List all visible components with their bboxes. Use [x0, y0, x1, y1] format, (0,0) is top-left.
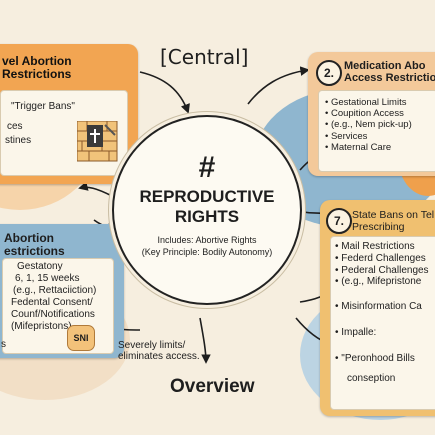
bottom-left-line: (e.g., Rettaciiction) [13, 285, 97, 296]
card-bottom-right-number: 7. [326, 208, 352, 234]
hashtag-icon: # [198, 151, 216, 184]
top-right-item: Coupition Access [325, 108, 412, 119]
bottom-right-extra-sub: conseption [347, 373, 396, 384]
card-bottom-left-title: Abortion estrictions [4, 231, 65, 259]
bottom-left-line: Fedental Consent/ [11, 297, 93, 308]
bottom-right-extra: Impalle: [335, 327, 422, 339]
central-title: REPRODUCTIVE RIGHTS [139, 187, 275, 227]
bottom-right-list-2: Misinformation Ca Impalle: "Peronhood Bi… [335, 301, 422, 365]
bottom-right-item-sub: (e.g., Mifepristone [335, 276, 429, 288]
card-bottom-left: Abortion estrictions Gestatony 6, 1, 15 … [0, 224, 124, 358]
card-top-left-panel: "Trigger Bans" ces stines [0, 90, 128, 176]
top-right-item: Services [325, 131, 412, 142]
bottom-left-side-text: s [1, 339, 6, 350]
bottom-right-item: Mail Restrictions [335, 241, 429, 253]
bottom-right-list: Mail Restrictions Federd Challenges Pede… [335, 241, 429, 288]
arrow-bottom-center [199, 317, 211, 364]
bottom-right-item: Pederal Challenges [335, 265, 428, 277]
card-bottom-left-panel: Gestatony 6, 1, 15 weeks (e.g., Rettacii… [1, 258, 114, 354]
bottom-left-line: Gestatony [17, 261, 63, 272]
bottom-label: Overview [170, 376, 255, 397]
top-right-item: Gestational Limits [325, 97, 412, 108]
top-right-item-sub: (e.g., Nem pick-up) [325, 119, 412, 130]
card-top-right: 2. Medication Abo Access Restrictio Gest… [308, 52, 435, 176]
bottom-note: Severely limits/ eliminates access. [118, 340, 200, 363]
card-top-left-title: vel Abortion Restrictions [2, 54, 72, 82]
card-top-left: vel Abortion Restrictions "Trigger Bans"… [0, 44, 138, 184]
bottom-left-line: Counf/Notifications [11, 309, 95, 320]
bottom-left-line: 6, 1, 15 weeks [15, 273, 80, 284]
card-bottom-right-title: State Bans on Tel Prescribing [352, 209, 435, 233]
top-left-item-3: stines [5, 135, 32, 146]
central-circle: # REPRODUCTIVE RIGHTS Includes: Abortive… [112, 115, 302, 305]
card-top-right-panel: Gestational Limits Coupition Access (e.g… [318, 90, 435, 172]
arrow-top-left [139, 71, 190, 114]
bottom-right-extra: "Peronhood Bills [335, 353, 422, 365]
arrow-left-upper [78, 181, 113, 197]
card-bottom-right-panel: Mail Restrictions Federd Challenges Pede… [330, 236, 435, 410]
bottom-right-item: Federd Challenges [335, 253, 429, 265]
card-top-right-title: Medication Abo Access Restrictio [344, 60, 435, 85]
brick-wall-icon [77, 121, 118, 162]
bottom-right-extra: Misinformation Ca [335, 301, 422, 313]
central-subtitle: Includes: Abortive Rights (Key Principle… [141, 235, 273, 257]
top-right-list: Gestational Limits Coupition Access (e.g… [325, 97, 412, 153]
top-left-item-1: "Trigger Bans" [11, 101, 75, 112]
top-right-item: Maternal Care [325, 142, 412, 153]
arrow-top-right [247, 66, 310, 105]
card-bottom-right: 7. State Bans on Tel Prescribing Mail Re… [320, 200, 435, 416]
card-top-right-number: 2. [316, 60, 342, 86]
bottom-left-line: (Mifepristons) [11, 321, 72, 332]
top-label: [Central] [160, 45, 249, 69]
top-left-item-2: ces [7, 121, 23, 132]
bottom-left-badge: SNI [67, 325, 95, 351]
